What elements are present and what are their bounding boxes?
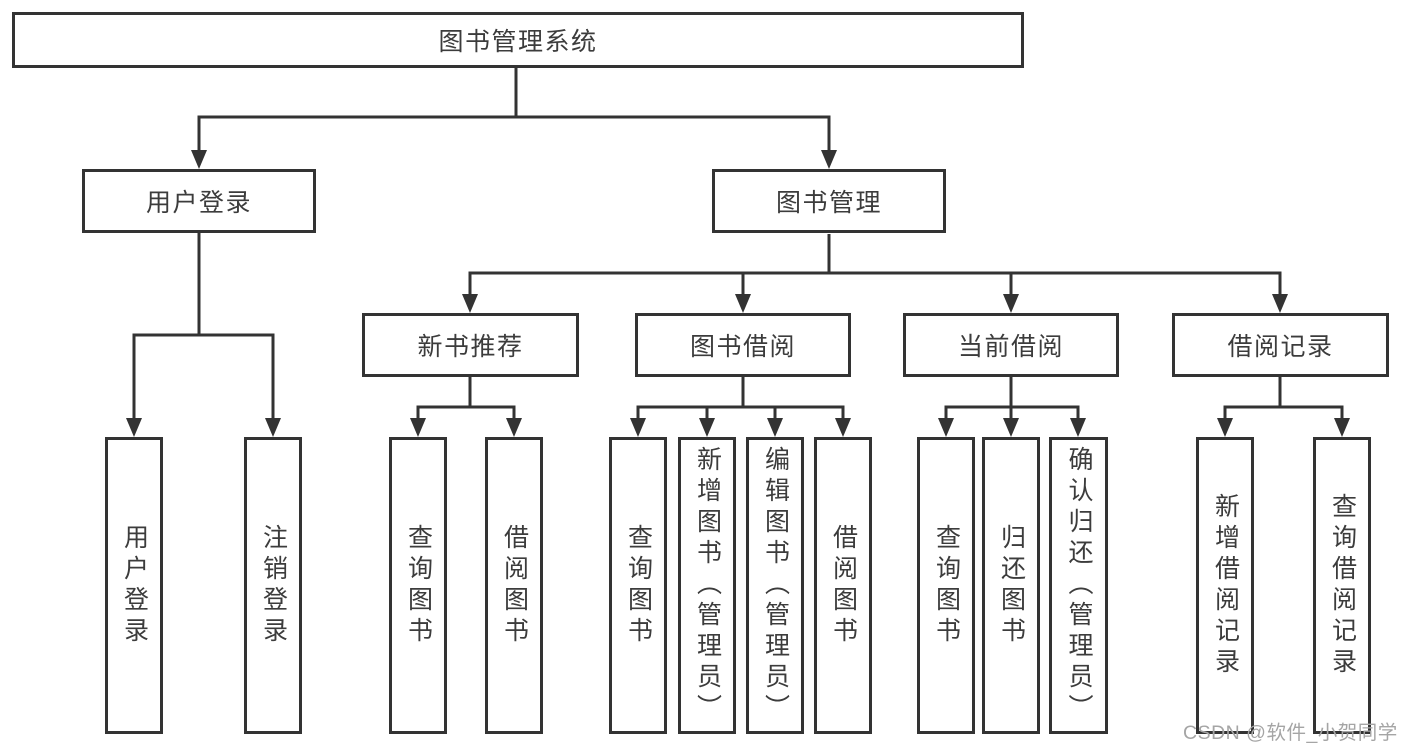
node-book-management: 图书管理 [712, 169, 946, 233]
leaf-query-borrow-record: 查询借阅记录 [1313, 437, 1371, 734]
leaf-query-books-borrowing: 查询图书 [609, 437, 667, 734]
node-library-management-system: 图书管理系统 [12, 12, 1024, 68]
leaf-edit-book-admin: 编辑图书（管理员） [746, 437, 804, 734]
node-user-login: 用户登录 [82, 169, 316, 233]
csdn-watermark: CSDN @软件_小贺同学 [1183, 722, 1398, 744]
leaf-add-borrow-record: 新增借阅记录 [1196, 437, 1254, 734]
leaf-query-books-current: 查询图书 [917, 437, 975, 734]
node-book-borrowing: 图书借阅 [635, 313, 851, 377]
leaf-return-books: 归还图书 [982, 437, 1040, 734]
leaf-user-login: 用户登录 [105, 437, 163, 734]
leaf-logout: 注销登录 [244, 437, 302, 734]
node-current-borrowing: 当前借阅 [903, 313, 1119, 377]
node-borrowing-records: 借阅记录 [1172, 313, 1389, 377]
leaf-borrow-books-recommend: 借阅图书 [485, 437, 543, 734]
node-new-book-recommendation: 新书推荐 [362, 313, 579, 377]
leaf-add-book-admin: 新增图书（管理员） [678, 437, 736, 734]
leaf-borrow-books-borrowing: 借阅图书 [814, 437, 872, 734]
leaf-query-books-recommend: 查询图书 [389, 437, 447, 734]
leaf-confirm-return-admin: 确认归还（管理员） [1049, 437, 1108, 734]
arrowhead-icons [126, 150, 1350, 437]
